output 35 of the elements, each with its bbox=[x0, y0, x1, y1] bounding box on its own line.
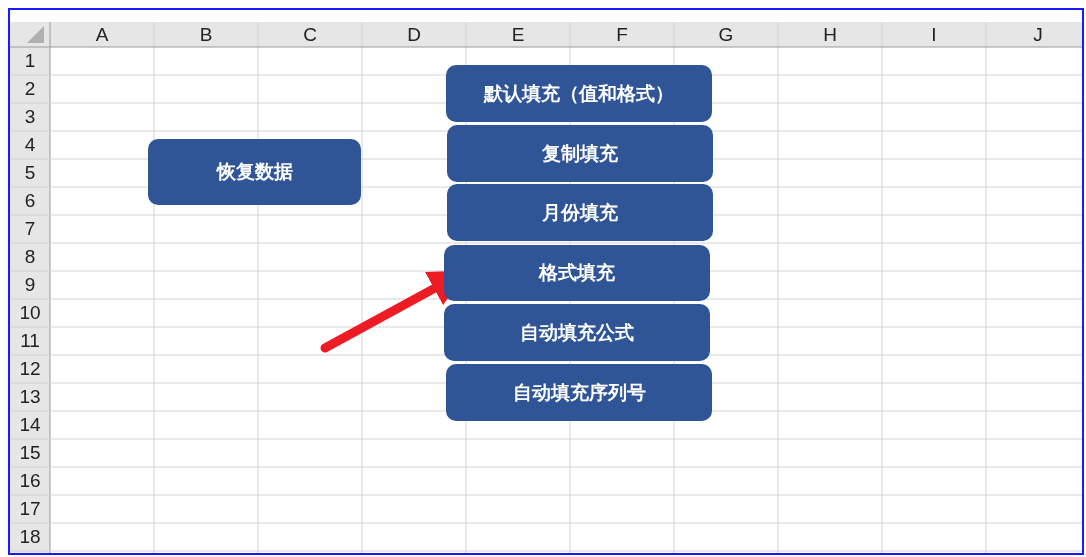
row-number: 10 bbox=[18, 301, 42, 325]
row-number: 14 bbox=[18, 413, 42, 437]
macro-button: 默认填充（值和格式） bbox=[446, 65, 712, 122]
column-header: A bbox=[94, 22, 110, 47]
row-number: 5 bbox=[23, 161, 37, 185]
row-number: 12 bbox=[18, 357, 42, 381]
row-number: 17 bbox=[18, 497, 42, 521]
row-number: 7 bbox=[23, 217, 37, 241]
column-header: J bbox=[1032, 22, 1044, 47]
row-number: 11 bbox=[19, 329, 41, 353]
macro-button: 自动填充序列号 bbox=[446, 364, 712, 421]
row-number: 16 bbox=[18, 469, 42, 493]
row-number: 8 bbox=[23, 245, 37, 269]
column-header: I bbox=[930, 22, 938, 47]
macro-button: 恢复数据 bbox=[148, 139, 361, 205]
row-number: 4 bbox=[23, 133, 37, 157]
column-header: H bbox=[822, 22, 838, 47]
column-header: B bbox=[198, 22, 214, 47]
column-header: C bbox=[302, 22, 318, 47]
macro-button: 自动填充公式 bbox=[444, 304, 710, 361]
row-number: 18 bbox=[18, 525, 42, 549]
macro-button: 月份填充 bbox=[447, 184, 713, 241]
column-header: E bbox=[510, 22, 526, 47]
row-number: 9 bbox=[23, 273, 37, 297]
row-number: 6 bbox=[23, 189, 37, 213]
macro-button: 格式填充 bbox=[444, 245, 710, 301]
macro-button: 复制填充 bbox=[447, 125, 713, 182]
column-header: D bbox=[406, 22, 422, 47]
column-header: F bbox=[615, 22, 629, 47]
row-number: 15 bbox=[18, 441, 42, 465]
row-number: 1 bbox=[23, 49, 37, 73]
row-number: 2 bbox=[23, 77, 37, 101]
column-header: G bbox=[717, 22, 735, 47]
row-number: 13 bbox=[18, 385, 42, 409]
row-number: 3 bbox=[23, 105, 37, 129]
